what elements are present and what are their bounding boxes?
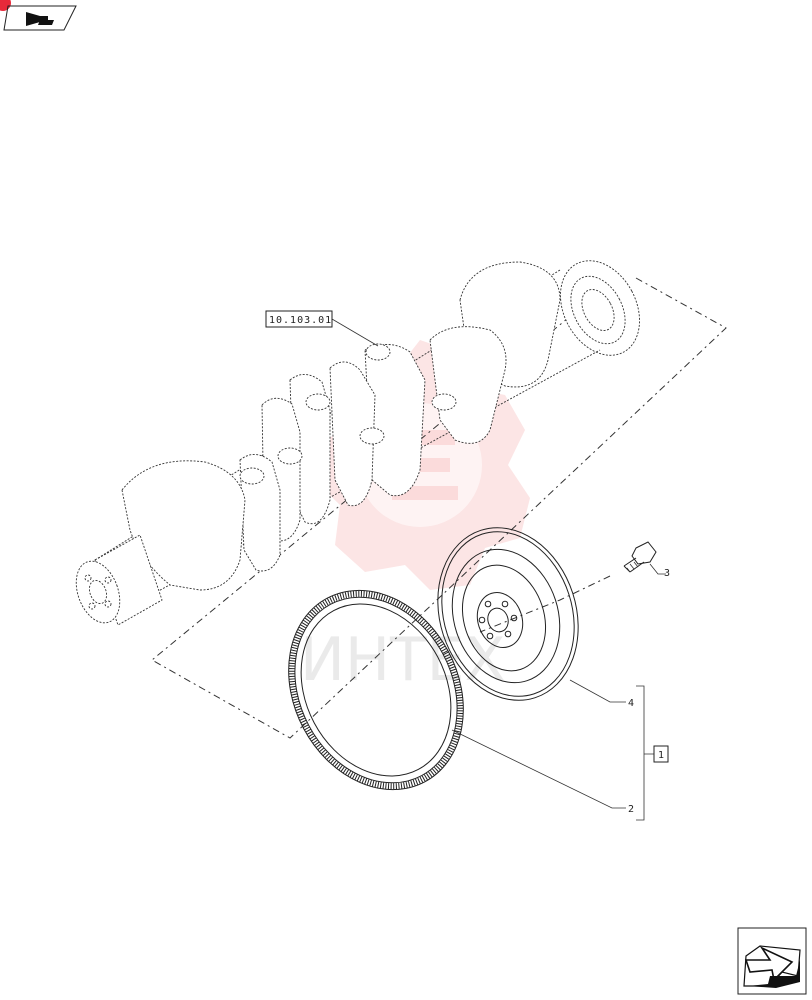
flywheel-leader (569, 679, 626, 703)
next-arrow-icon[interactable] (737, 927, 807, 995)
ring-gear (288, 589, 464, 791)
ring-gear-leader (451, 729, 626, 809)
reference-tag[interactable]: 10.103.01 (265, 310, 379, 347)
assembly-plane-outline (151, 277, 727, 739)
back-arrow-icon[interactable] (0, 0, 77, 31)
callout-ring-gear[interactable]: 2 (628, 804, 634, 815)
axis-centerline (479, 575, 611, 633)
reference-tag-label: 10.103.01 (269, 315, 332, 326)
assembly-bracket (636, 685, 654, 821)
assembly-callout-box[interactable] (653, 745, 669, 763)
crankshaft (75, 260, 640, 626)
flywheel-bolt (623, 541, 666, 575)
watermark-text: ИНТЕХ (300, 625, 506, 695)
flywheel (437, 527, 579, 701)
callout-assembly: 1 (658, 750, 664, 761)
callout-flywheel-bolt[interactable]: 3 (664, 568, 670, 579)
callout-flywheel[interactable]: 4 (628, 698, 634, 709)
